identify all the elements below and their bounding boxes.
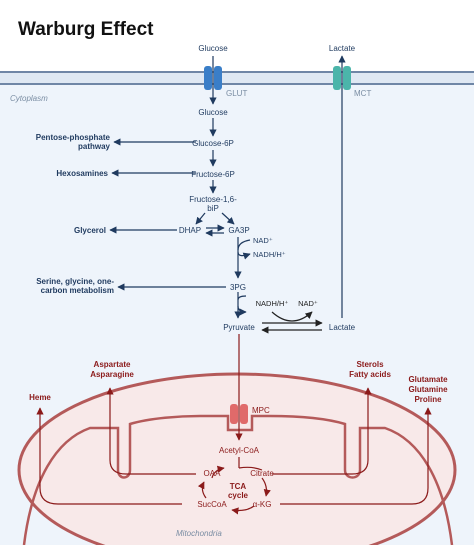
- pyruvate-lactate-arrows: [261, 311, 323, 334]
- proline-label: Proline: [414, 395, 442, 404]
- glutamine-label: Glutamine: [408, 385, 448, 394]
- ga3p-label: GA3P: [228, 226, 249, 235]
- fatty-acids-label: Fatty acids: [349, 370, 391, 379]
- pyruvate-label: Pyruvate: [223, 323, 255, 332]
- dhap-label: DHAP: [179, 226, 201, 235]
- succoa-label: SucCoA: [197, 500, 227, 509]
- lactate-out-label: Lactate: [329, 44, 356, 53]
- lactate-in-label: Lactate: [329, 323, 356, 332]
- glutamate-label: Glutamate: [408, 375, 448, 384]
- inner-membrane-cristae: [22, 414, 454, 545]
- glut-transporter: [204, 66, 222, 90]
- nadh-label-2: NADH/H⁺: [256, 299, 289, 308]
- sterols-label: Sterols: [356, 360, 384, 369]
- 3pg-label: 3PG: [230, 283, 246, 292]
- glycerol-label: Glycerol: [74, 226, 106, 235]
- fructose-bip-label-2: biP: [207, 204, 219, 213]
- oaa-label: OAA: [204, 469, 222, 478]
- mct-transporter: [333, 66, 351, 90]
- mpc-transporter: [230, 404, 248, 424]
- glycolysis-arrows: [109, 55, 346, 319]
- plasma-membrane: [0, 71, 474, 85]
- cytoplasm-label: Cytoplasm: [10, 94, 48, 103]
- serine-label-1: Serine, glycine, one-: [36, 277, 114, 286]
- nadh-label-1: NADH/H⁺: [253, 250, 286, 259]
- tca-label-2: cycle: [228, 491, 249, 500]
- mct-label: MCT: [354, 89, 371, 98]
- acetyl-coa-label: Acetyl-CoA: [219, 446, 260, 455]
- glut-label: GLUT: [226, 89, 247, 98]
- fructose-bip-label-1: Fructose-1,6-: [189, 195, 237, 204]
- hexosamines-label: Hexosamines: [56, 169, 108, 178]
- aspartate-label: Aspartate: [94, 360, 131, 369]
- glucose-6p-label: Glucose-6P: [192, 139, 234, 148]
- tca-label-1: TCA: [230, 482, 247, 491]
- glucose-out-label: Glucose: [198, 44, 228, 53]
- nad-label-2: NAD⁺: [298, 299, 318, 308]
- heme-label: Heme: [29, 393, 51, 402]
- diagram-title: Warburg Effect: [18, 19, 154, 40]
- pentose-label-2: pathway: [78, 142, 111, 151]
- mitochondria-label: Mitochondria: [176, 529, 222, 538]
- nad-label-1: NAD⁺: [253, 236, 273, 245]
- akg-label: α-KG: [253, 500, 272, 509]
- mitochondrion: [17, 372, 457, 545]
- pentose-label-1: Pentose-phosphate: [36, 133, 111, 142]
- fructose-6p-label: Fructose-6P: [191, 170, 235, 179]
- serine-label-2: carbon metabolism: [41, 286, 114, 295]
- mitochondria-arrows: [36, 334, 432, 515]
- asparagine-label: Asparagine: [90, 370, 134, 379]
- glucose-in-label: Glucose: [198, 108, 228, 117]
- labels: Warburg Effect Cytoplasm Mitochondria GL…: [10, 19, 448, 538]
- mpc-label: MPC: [252, 406, 270, 415]
- citrate-label: Citrate: [250, 469, 274, 478]
